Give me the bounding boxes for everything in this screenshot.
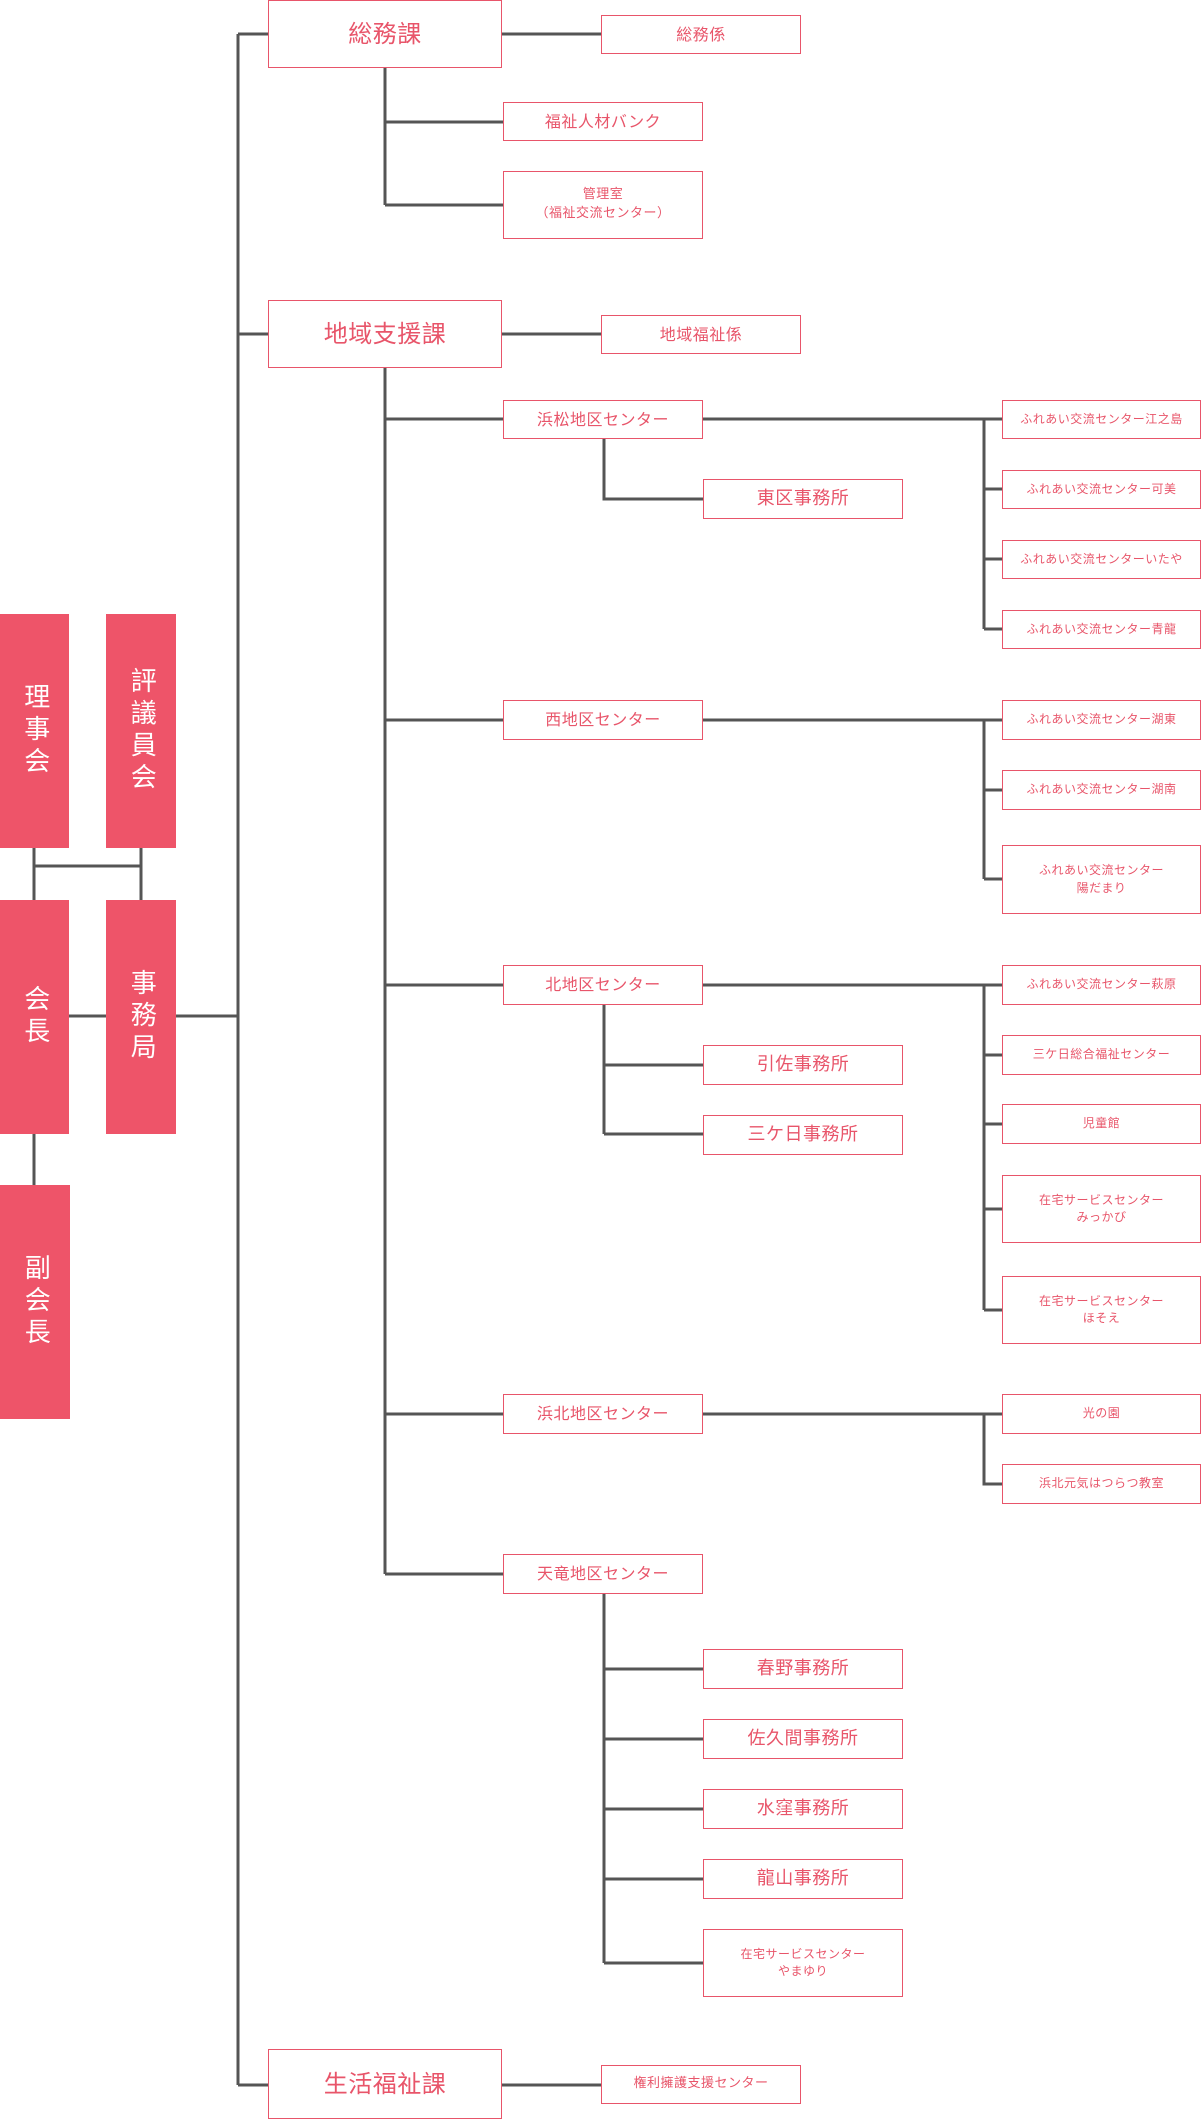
- home-service-center-yamayuri: 在宅サービスセンター やまゆり: [703, 1929, 903, 1997]
- hamakita-district-center: 浜北地区センター: [503, 1394, 703, 1434]
- fureai-center-koto: ふれあい交流センター湖東: [1002, 700, 1201, 740]
- welfare-personnel-bank: 福祉人材バンク: [503, 102, 703, 141]
- vice-chairman-label: 副会長: [20, 1254, 51, 1350]
- council-box: 評議員会: [106, 614, 176, 848]
- mikkabi-general-welfare-center: 三ケ日総合福祉センター: [1002, 1035, 1201, 1075]
- board-of-directors-box: 理事会: [0, 614, 69, 848]
- fureai-center-seiryu: ふれあい交流センター青龍: [1002, 610, 1201, 649]
- chairman-label: 会長: [19, 985, 50, 1049]
- fureai-center-kami: ふれあい交流センター可美: [1002, 470, 1201, 509]
- tenryu-district-center: 天竜地区センター: [503, 1554, 703, 1594]
- home-service-center-mikkabi: 在宅サービスセンター みっかび: [1002, 1175, 1201, 1243]
- home-service-center-hosoe: 在宅サービスセンター ほそえ: [1002, 1276, 1201, 1344]
- board-of-directors-label: 理事会: [19, 683, 50, 779]
- sakuma-office: 佐久間事務所: [703, 1719, 903, 1759]
- misakubo-office: 水窪事務所: [703, 1789, 903, 1829]
- inasa-office: 引佐事務所: [703, 1045, 903, 1085]
- nishi-district-center: 西地区センター: [503, 700, 703, 740]
- council-label: 評議員会: [126, 667, 157, 795]
- kita-district-center: 北地区センター: [503, 965, 703, 1005]
- vice-chairman-box: 副会長: [0, 1185, 70, 1419]
- fureai-center-enoshima: ふれあい交流センター江之島: [1002, 400, 1201, 439]
- fureai-center-itaya: ふれあい交流センターいたや: [1002, 540, 1201, 579]
- hikari-no-sono: 光の園: [1002, 1394, 1201, 1434]
- higashi-ward-office: 東区事務所: [703, 479, 903, 519]
- fureai-center-hagiwara: ふれあい交流センター萩原: [1002, 965, 1201, 1005]
- tatsuyama-office: 龍山事務所: [703, 1859, 903, 1899]
- fureai-center-hidamari: ふれあい交流センター 陽だまり: [1002, 845, 1201, 914]
- childrens-hall: 児童館: [1002, 1104, 1201, 1144]
- regional-welfare-section: 地域福祉係: [601, 315, 801, 354]
- rights-advocacy-support-center: 権利擁護支援センター: [601, 2065, 801, 2104]
- hamakita-genki-class: 浜北元気はつらつ教室: [1002, 1464, 1201, 1504]
- hamamatsu-district-center: 浜松地区センター: [503, 400, 703, 439]
- mikkabi-office: 三ケ日事務所: [703, 1115, 903, 1155]
- life-welfare-division: 生活福祉課: [268, 2049, 502, 2119]
- regional-support-division: 地域支援課: [268, 300, 502, 368]
- haruno-office: 春野事務所: [703, 1649, 903, 1689]
- general-affairs-section: 総務係: [601, 15, 801, 54]
- secretariat-label: 事務局: [126, 969, 157, 1065]
- general-affairs-division: 総務課: [268, 0, 502, 68]
- management-office: 管理室 （福祉交流センター）: [503, 171, 703, 239]
- fureai-center-konan: ふれあい交流センター湖南: [1002, 770, 1201, 810]
- chairman-box: 会長: [0, 900, 69, 1134]
- secretariat-box: 事務局: [106, 900, 176, 1134]
